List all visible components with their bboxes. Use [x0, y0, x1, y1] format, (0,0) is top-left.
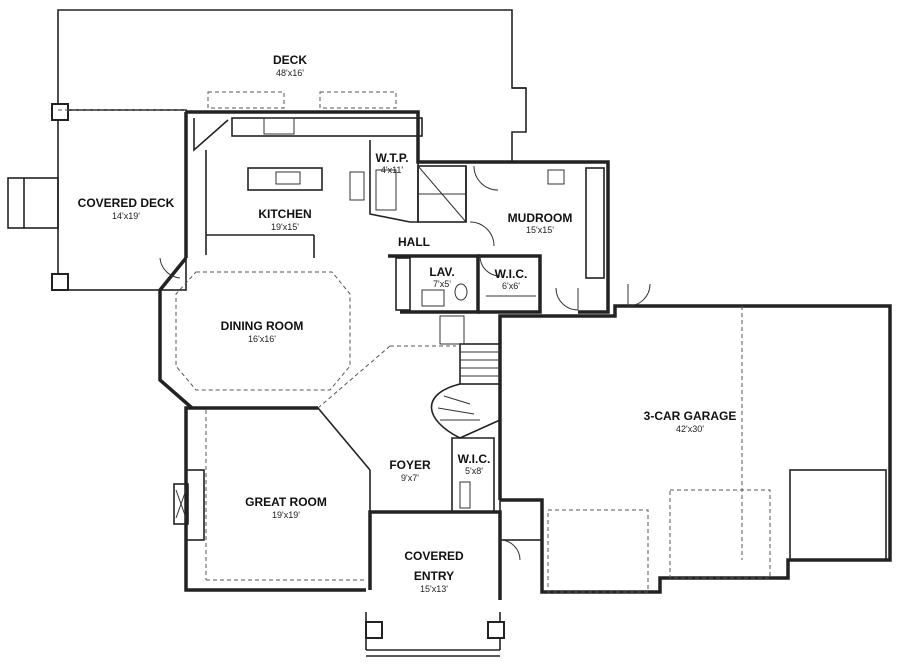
kitchen-fixtures	[193, 91, 423, 258]
room-deck: DECK 48'x16'	[273, 53, 307, 78]
room-dim-foyer: 9'x7'	[401, 473, 419, 483]
exterior-walls	[158, 110, 892, 600]
room-name-great-room: GREAT ROOM	[245, 495, 327, 509]
room-dim-lav: 7'x5'	[433, 279, 451, 289]
room-name-lav: LAV.	[429, 265, 454, 279]
room-dining: DINING ROOM 16'x16'	[221, 319, 304, 344]
deck-post-bottom	[51, 273, 69, 291]
room-name-dining: DINING ROOM	[221, 319, 304, 333]
room-dim-covered-deck: 14'x19'	[112, 211, 140, 221]
dining-ceiling-detail	[175, 271, 351, 391]
stairs	[317, 315, 501, 439]
room-dim-kitchen: 19'x15'	[271, 222, 299, 232]
room-great-room: GREAT ROOM 19'x19'	[245, 495, 327, 520]
room-dim-wtp: 4'x11'	[381, 165, 404, 175]
room-mudroom: MUDROOM 15'x15'	[508, 211, 573, 235]
room-dim-covered-entry: 15'x13'	[420, 584, 448, 594]
room-wic-foyer: W.I.C. 5'x8'	[458, 452, 491, 476]
room-name-mudroom: MUDROOM	[508, 211, 573, 225]
room-name-covered-entry-2: ENTRY	[414, 569, 454, 583]
room-dim-garage: 42'x30'	[676, 424, 704, 434]
deck-post-top	[51, 103, 69, 121]
room-dim-dining: 16'x16'	[248, 334, 276, 344]
room-kitchen: KITCHEN 19'x15'	[258, 207, 311, 232]
great-room-walls	[159, 257, 371, 581]
room-dim-wic-foyer: 5'x8'	[465, 466, 483, 476]
room-name-garage: 3-CAR GARAGE	[644, 409, 737, 423]
room-dim-deck: 48'x16'	[276, 68, 304, 78]
room-name-wic-mudroom: W.I.C.	[495, 267, 528, 281]
garage-details	[499, 283, 887, 593]
mudroom-fixtures	[547, 167, 605, 311]
deck-area	[57, 9, 527, 162]
room-covered-entry: COVERED ENTRY 15'x13'	[404, 549, 464, 594]
room-name-kitchen: KITCHEN	[258, 207, 311, 221]
room-lav: LAV. 7'x5'	[429, 265, 454, 289]
fireplace	[173, 469, 205, 541]
room-garage: 3-CAR GARAGE 42'x30'	[644, 409, 737, 434]
room-name-wtp: W.T.P.	[375, 151, 408, 165]
hall-walls	[417, 165, 499, 247]
room-name-covered-deck: COVERED DECK	[78, 196, 175, 210]
room-dim-mudroom: 15'x15'	[526, 225, 554, 235]
room-wic-mudroom: W.I.C. 6'x6'	[495, 267, 528, 291]
room-name-wic-foyer: W.I.C.	[458, 452, 491, 466]
room-dim-great-room: 19'x19'	[272, 510, 300, 520]
room-hall: HALL	[398, 235, 430, 249]
lav-wic-block	[388, 254, 542, 314]
room-name-covered-entry-1: COVERED	[404, 549, 464, 563]
entry-porch	[365, 612, 505, 657]
room-foyer: FOYER 9'x7'	[389, 458, 431, 483]
room-name-foyer: FOYER	[389, 458, 431, 472]
room-wtp: W.T.P. 4'x11'	[375, 151, 408, 175]
room-dim-wic-mudroom: 6'x6'	[502, 281, 520, 291]
room-covered-deck: COVERED DECK 14'x19'	[78, 196, 175, 221]
room-name-deck: DECK	[273, 53, 307, 67]
entry-post-left	[365, 621, 383, 639]
foyer-wic	[451, 437, 495, 512]
room-name-hall: HALL	[398, 235, 430, 249]
entry-post-right	[487, 621, 505, 639]
